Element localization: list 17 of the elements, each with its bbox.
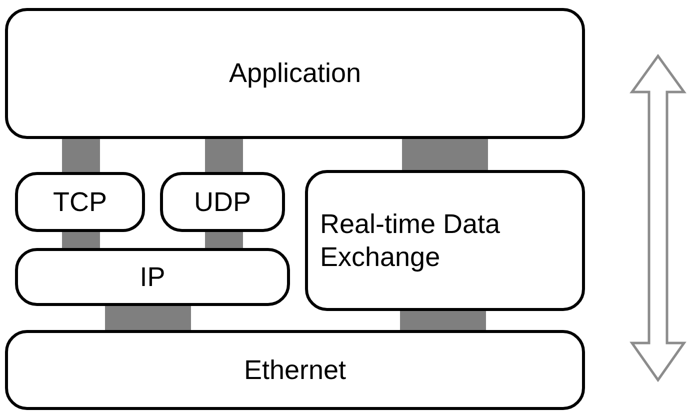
- layer-label: IP: [140, 260, 166, 294]
- layer-box: [160, 172, 285, 232]
- connector-bar: [62, 139, 100, 172]
- layer-box: [5, 8, 585, 139]
- layer-box: [5, 330, 585, 410]
- connector-bar: [400, 311, 486, 330]
- layer-label: Real-time Data Exchange: [320, 208, 502, 273]
- layer-box: [305, 170, 585, 311]
- layer-label: Application: [228, 57, 362, 90]
- connector-bar: [62, 232, 100, 248]
- connector-bar: [105, 306, 191, 330]
- connector-bar: [205, 139, 243, 172]
- layer-box: [15, 248, 290, 306]
- layer-label: Ethernet: [244, 354, 346, 386]
- layer-label: TCP: [53, 186, 107, 218]
- layer-box: [15, 172, 145, 232]
- layer-label: UDP: [194, 186, 251, 218]
